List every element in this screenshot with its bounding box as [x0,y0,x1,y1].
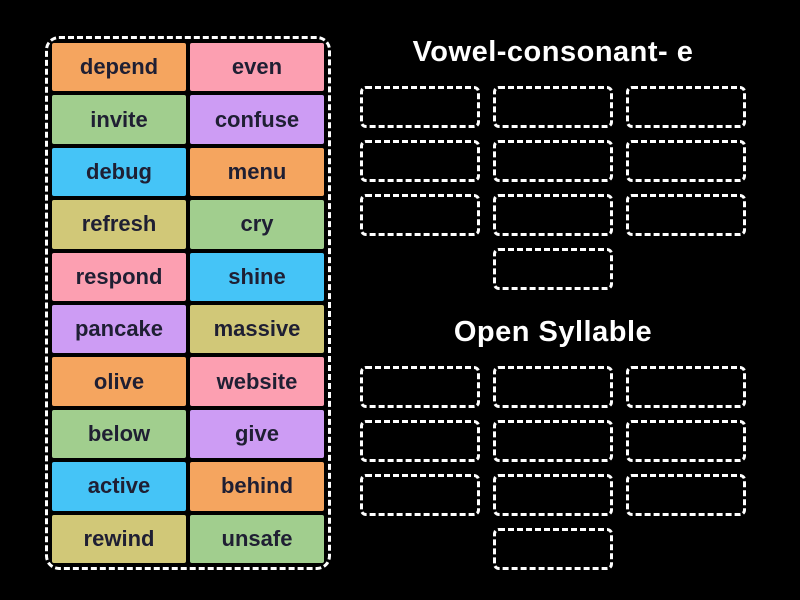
drop-slot[interactable] [493,248,613,290]
drop-slot[interactable] [626,366,746,408]
word-tile-behind[interactable]: behind [190,462,324,511]
drop-slot[interactable] [626,86,746,128]
word-tile-invite[interactable]: invite [52,95,186,144]
drop-slot[interactable] [360,140,480,182]
drop-slot[interactable] [626,420,746,462]
drop-slot[interactable] [493,140,613,182]
drop-slot[interactable] [493,194,613,236]
slot-grid [360,86,746,290]
drop-slot[interactable] [493,86,613,128]
word-tile-refresh[interactable]: refresh [52,200,186,249]
drop-slot[interactable] [626,474,746,516]
slot-grid [360,366,746,570]
word-tile-even[interactable]: even [190,43,324,92]
group-open-syllable: Open Syllable [360,314,746,570]
drop-slot[interactable] [626,194,746,236]
word-tile-unsafe[interactable]: unsafe [190,514,324,563]
word-tile-menu[interactable]: menu [190,147,324,197]
word-tile-debug[interactable]: debug [52,147,186,197]
word-tile-pancake[interactable]: pancake [52,305,186,354]
word-tile-shine[interactable]: shine [190,252,324,301]
drop-slot[interactable] [360,474,480,516]
word-tile-massive[interactable]: massive [190,305,324,354]
word-tile-depend[interactable]: depend [52,43,186,92]
drop-slot[interactable] [493,474,613,516]
group-title: Vowel-consonant- e [412,36,694,68]
drop-slot[interactable] [493,366,613,408]
word-tile-respond[interactable]: respond [52,252,186,301]
word-tile-rewind[interactable]: rewind [52,514,186,563]
word-tile-active[interactable]: active [52,462,186,511]
group-title: Open Syllable [453,316,653,348]
group-vowel-consonant-e: Vowel-consonant- e [360,34,746,290]
word-tile-olive[interactable]: olive [52,357,186,406]
word-tile-cry[interactable]: cry [190,200,324,249]
drop-slot[interactable] [360,194,480,236]
drop-slot[interactable] [626,140,746,182]
drop-slot[interactable] [360,86,480,128]
drop-slot[interactable] [360,366,480,408]
drop-slot[interactable] [360,420,480,462]
word-tile-give[interactable]: give [190,409,324,459]
word-tile-below[interactable]: below [52,409,186,459]
word-tile-confuse[interactable]: confuse [190,95,324,144]
drop-slot[interactable] [493,528,613,570]
drop-slot[interactable] [493,420,613,462]
word-tile-website[interactable]: website [190,357,324,406]
